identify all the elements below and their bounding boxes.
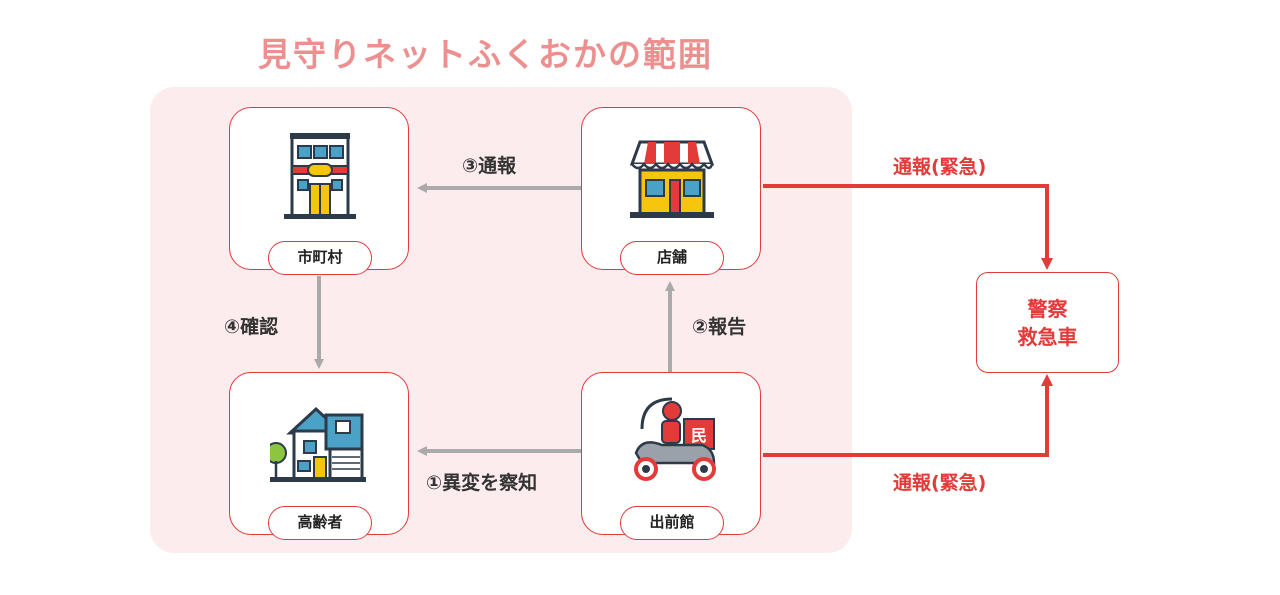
node-label-store: 店舗 [620, 241, 724, 275]
node-delivery: 民 出前館 [581, 372, 761, 540]
label-report: ②報告 [692, 316, 747, 338]
label-confirm: ④確認 [224, 316, 279, 338]
ambulance-label: 救急車 [1017, 324, 1078, 349]
node-police-ambulance: 警察 救急車 [976, 272, 1119, 373]
arrow-delivery-to-police [763, 374, 1053, 457]
label-emergency-top: 通報(緊急) [893, 156, 987, 178]
delivery-scooter-icon: 民 [634, 397, 716, 481]
police-label: 警察 [1027, 296, 1068, 321]
diagram-title: 見守りネットふくおかの範囲 [258, 35, 713, 74]
label-notify: ③通報 [462, 155, 517, 177]
arrow-store-to-police [763, 184, 1053, 270]
city-hall-building-icon [284, 133, 356, 219]
node-label-elderly: 高齢者 [268, 506, 372, 540]
node-city: 市町村 [229, 107, 409, 275]
node-store: 店舗 [581, 107, 761, 275]
label-emergency-bottom: 通報(緊急) [893, 472, 987, 494]
store-awning-icon [629, 140, 715, 218]
node-label-city: 市町村 [268, 241, 372, 275]
house-icon [270, 406, 366, 482]
node-elderly: 高齢者 [229, 372, 409, 540]
label-detect: ①異変を察知 [426, 472, 538, 494]
node-label-delivery: 出前館 [620, 506, 724, 540]
svg-text:民: 民 [691, 426, 707, 445]
